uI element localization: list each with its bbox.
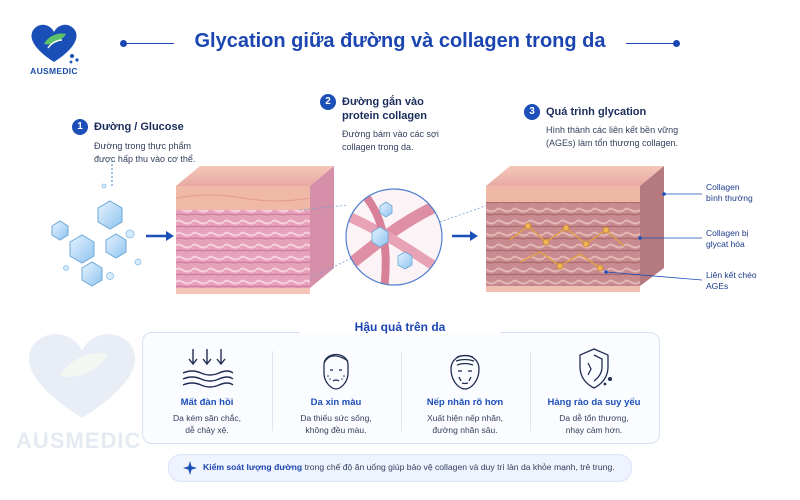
ausmedic-logo: AUSMEDIC — [22, 18, 86, 80]
label-line: bình thường — [706, 193, 753, 203]
label-line: AGEs — [706, 281, 729, 291]
logo-wordmark: AUSMEDIC — [30, 66, 78, 76]
page-title: Glycation giữa đường và collagen trong d… — [194, 30, 606, 52]
consequence-desc: Da thiếu sức sống, không đều màu. — [272, 412, 400, 436]
consequence-name: Da xỉn màu — [310, 397, 362, 408]
consequence-name: Nếp nhăn rõ hơn — [426, 397, 504, 408]
sparkle-icon — [183, 461, 197, 475]
step-3-number: 3 — [524, 104, 540, 120]
title-line-right — [626, 43, 674, 44]
label-line: glycat hóa — [706, 239, 745, 249]
consequences-title: Hậu quả trên da — [300, 320, 500, 334]
divider — [272, 351, 273, 431]
label-collagen-normal: Collagen bình thường — [706, 182, 753, 204]
step-3-desc-line: (AGEs) làm tổn thương collagen. — [546, 138, 678, 148]
step-3-desc-line: Hình thành các liên kết bền vững — [546, 125, 679, 135]
footer-text: Kiểm soát lượng đường trong chế độ ăn uố… — [203, 462, 615, 472]
footer-banner: Kiểm soát lượng đường trong chế độ ăn uố… — [168, 454, 632, 482]
label-collagen-glycated: Collagen bị glycat hóa — [706, 228, 749, 250]
step-2-desc: Đường bám vào các sợi collagen trong da. — [342, 128, 439, 154]
step-1-desc-line: Đường trong thực phẩm — [94, 141, 191, 151]
desc-line: Da kém săn chắc, — [172, 413, 242, 423]
step-1-title: Đường / Glucose — [94, 121, 184, 133]
step-2-title-line: Đường gắn vào — [342, 96, 424, 108]
glycated-skin-block — [486, 166, 664, 292]
consequence-desc: Da kém săn chắc, dễ chảy xệ. — [143, 412, 271, 436]
step-1-number: 1 — [72, 119, 88, 135]
glycation-illustration — [51, 160, 703, 294]
step-2-desc-line: Đường bám vào các sợi — [342, 129, 439, 139]
desc-line: không đều màu. — [305, 425, 367, 435]
label-line: Collagen — [706, 182, 740, 192]
title-line-left — [126, 43, 174, 44]
shield-icon — [564, 343, 624, 391]
consequence-item: Nếp nhăn rõ hơn Xuất hiện nếp nhăn, đườn… — [401, 343, 529, 436]
step-2-desc-line: collagen trong da. — [342, 142, 414, 152]
step-2-title-line: protein collagen — [342, 110, 427, 122]
consequence-item: Da xỉn màu Da thiếu sức sống, không đều … — [272, 343, 400, 436]
consequence-item: Mất đàn hồi Da kém săn chắc, dễ chảy xệ. — [143, 343, 271, 436]
footer-strong-text: Kiểm soát lượng đường — [203, 462, 303, 472]
consequence-desc: Xuất hiện nếp nhăn, đường nhăn sâu. — [401, 412, 529, 436]
ausmedic-watermark: AUSMEDIC — [12, 318, 152, 460]
label-ages-crosslink: Liên kết chéo AGEs — [706, 270, 757, 292]
consequence-name: Hàng rào da suy yếu — [547, 397, 641, 408]
desc-line: dễ chảy xệ. — [185, 425, 229, 435]
desc-line: Da dễ tổn thương, — [559, 413, 629, 423]
desc-line: Da thiếu sức sống, — [300, 413, 372, 423]
step-3-title: Quá trình glycation — [546, 106, 647, 118]
consequences-panel: Mất đàn hồi Da kém săn chắc, dễ chảy xệ.… — [142, 332, 660, 444]
title-dot-right — [673, 40, 680, 47]
collagen-zoom-lens — [345, 188, 443, 286]
step-1-desc-line: được hấp thu vào cơ thể. — [94, 154, 196, 164]
desc-line: Xuất hiện nếp nhăn, — [426, 413, 504, 423]
footer-body-text: trong chế độ ăn uống giúp bảo vệ collage… — [302, 462, 615, 472]
step-2-title: Đường gắn vào protein collagen — [342, 95, 427, 123]
desc-line: đường nhăn sâu. — [432, 425, 498, 435]
page-header: Glycation giữa đường và collagen trong d… — [120, 28, 680, 58]
step-2-number: 2 — [320, 94, 336, 110]
divider — [530, 351, 531, 431]
wavy-arrows-icon — [177, 343, 237, 391]
sugar-cubes-icon — [51, 183, 142, 287]
title-dot-left — [120, 40, 127, 47]
normal-skin-block — [175, 166, 334, 294]
desc-line: nhạy cảm hơn. — [565, 425, 623, 435]
label-line: Liên kết chéo — [706, 270, 757, 280]
label-line: Collagen bị — [706, 228, 749, 238]
consequence-name: Mất đàn hồi — [180, 397, 234, 408]
wrinkle-face-icon — [435, 343, 495, 391]
step-3-desc: Hình thành các liên kết bền vững (AGEs) … — [546, 124, 678, 150]
dull-face-icon — [306, 343, 366, 391]
consequence-desc: Da dễ tổn thương, nhạy cảm hơn. — [530, 412, 658, 436]
divider — [401, 351, 402, 431]
step-1-desc: Đường trong thực phẩm được hấp thu vào c… — [94, 140, 195, 166]
watermark-text: AUSMEDIC — [16, 428, 142, 453]
consequence-item: Hàng rào da suy yếu Da dễ tổn thương, nh… — [530, 343, 658, 436]
